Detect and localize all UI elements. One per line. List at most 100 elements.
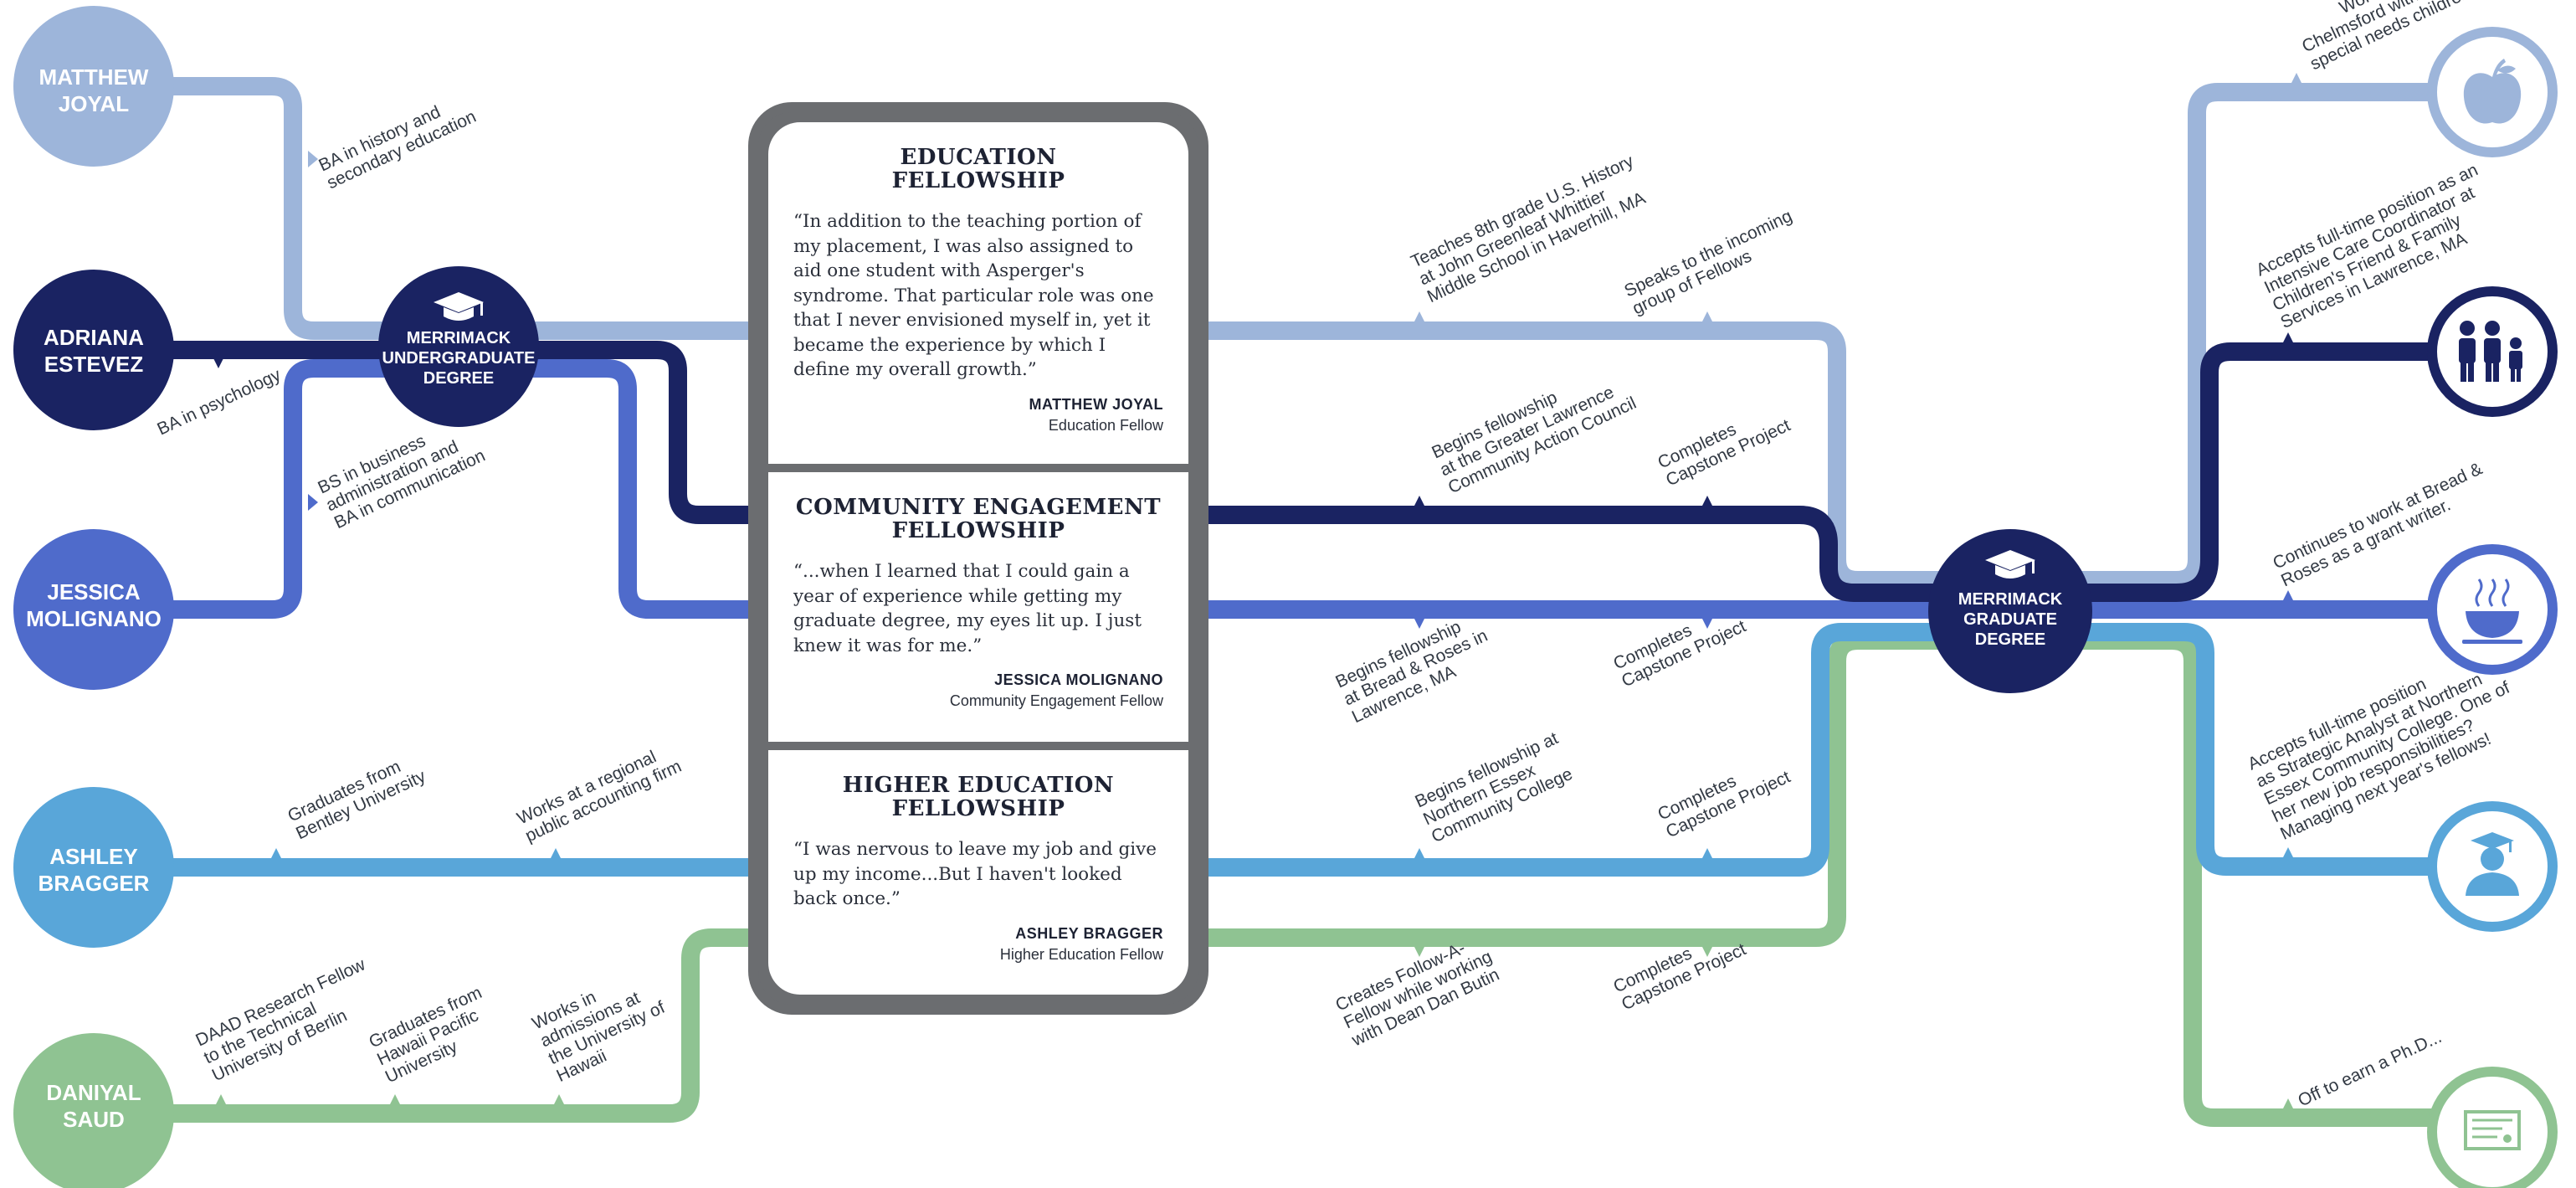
svg-text:Graduates fromHawaii PacificUn: Graduates fromHawaii PacificUniversity bbox=[366, 983, 500, 1087]
graduation-cap-icon bbox=[1985, 550, 2035, 579]
annotation-daniyal-work: Works inadmissions atthe University ofHa… bbox=[529, 963, 675, 1086]
hub-line1: MERRIMACK bbox=[1958, 590, 2063, 609]
hub-line3: DEGREE bbox=[423, 369, 494, 388]
svg-text:CompletesCapstone Project: CompletesCapstone Project bbox=[1655, 750, 1793, 842]
annotation-jessica-begins: Begins fellowshipat Bread & Roses inLawr… bbox=[1332, 609, 1498, 727]
person-name-line1: MATTHEW bbox=[39, 64, 149, 90]
person-name-line2: JOYAL bbox=[59, 91, 129, 116]
fellow-name: JESSICA MOLIGNANO bbox=[994, 671, 1163, 688]
svg-text:Works at a regionalpublic acco: Works at a regionalpublic accounting fir… bbox=[514, 739, 685, 846]
diploma-icon bbox=[2464, 1110, 2521, 1150]
annotation-ashley-begins: Begins fellowship atNorthern EssexCommun… bbox=[1412, 728, 1575, 846]
marker bbox=[2283, 332, 2293, 342]
person-name-line2: MOLIGNANO bbox=[26, 606, 162, 631]
hub-undergraduate-degree: MERRIMACK UNDERGRADUATE DEGREE bbox=[378, 266, 539, 427]
annotation-jessica-bs: BS in businessadministration andBA in co… bbox=[315, 411, 488, 532]
fellow-role: Higher Education Fellow bbox=[999, 945, 1163, 963]
routes bbox=[85, 77, 2486, 1127]
fellow-name: MATTHEW JOYAL bbox=[1029, 395, 1163, 413]
marker bbox=[216, 1094, 226, 1104]
marker bbox=[2283, 590, 2293, 600]
marker bbox=[271, 848, 281, 858]
marker bbox=[213, 358, 223, 368]
route-daniyal bbox=[85, 631, 2486, 1127]
svg-text:Off to earn a Ph.D...: Off to earn a Ph.D... bbox=[2295, 1027, 2445, 1111]
marker bbox=[2283, 1098, 2293, 1108]
annotation-adriana-ba: BA in psychology bbox=[154, 365, 284, 440]
annotation-daniyal-grad: Graduates fromHawaii PacificUniversity bbox=[366, 983, 500, 1087]
person-daniyal: DANIYAL SAUD bbox=[13, 1033, 174, 1188]
hub-line2: GRADUATE bbox=[1963, 610, 2057, 629]
soup-bowl-icon bbox=[2462, 579, 2522, 644]
annotation-ashley-work: Works at a regionalpublic accounting fir… bbox=[514, 739, 685, 846]
marker bbox=[2283, 847, 2293, 857]
svg-text:BS in businessadministration a: BS in businessadministration andBA in co… bbox=[315, 411, 488, 532]
outcome-matthew bbox=[2427, 27, 2558, 157]
route-adriana bbox=[85, 341, 2486, 602]
testimonial-quote: “...when I learned that I could gain a y… bbox=[793, 561, 1142, 656]
marker bbox=[1414, 619, 1424, 629]
marker bbox=[308, 151, 318, 167]
marker bbox=[1414, 496, 1424, 506]
marker bbox=[554, 1094, 564, 1104]
person-name-line2: SAUD bbox=[63, 1107, 125, 1132]
person-name-line1: JESSICA bbox=[47, 579, 140, 604]
testimonial-quote: “I was nervous to leave my job and give … bbox=[793, 839, 1157, 909]
fellow-role: Community Engagement Fellow bbox=[949, 692, 1163, 709]
route-ashley bbox=[85, 623, 2486, 877]
annotation-ashley-grad: Graduates fromBentley University bbox=[285, 748, 428, 843]
annotation-adriana-begins: Begins fellowshipat the Greater Lawrence… bbox=[1429, 358, 1639, 497]
marker bbox=[551, 848, 561, 858]
svg-text:BA in history andsecondary edu: BA in history andsecondary education bbox=[316, 90, 479, 193]
route-matthew bbox=[85, 77, 2486, 589]
svg-text:DAAD Research Fellowto the Tec: DAAD Research Fellowto the TechnicalUniv… bbox=[192, 954, 385, 1085]
marker bbox=[1702, 311, 1712, 321]
outcome-adriana bbox=[2427, 286, 2558, 417]
graduation-cap-icon bbox=[434, 292, 484, 321]
annotation-daniyal-outcome: Off to earn a Ph.D... bbox=[2295, 1027, 2445, 1111]
person-name-line2: BRAGGER bbox=[38, 871, 150, 896]
annotation-matthew-teach: Teaches 8th grade U.S. Historyat John Gr… bbox=[1408, 152, 1653, 307]
marker bbox=[2291, 73, 2301, 83]
person-name-line2: ESTEVEZ bbox=[44, 352, 144, 377]
person-name-line1: DANIYAL bbox=[46, 1080, 141, 1105]
svg-text:BA in psychology: BA in psychology bbox=[154, 365, 284, 440]
route-markers bbox=[213, 73, 2301, 1108]
svg-text:Teaches 8th grade U.S. History: Teaches 8th grade U.S. Historyat John Gr… bbox=[1408, 152, 1653, 307]
outcome-ashley bbox=[2427, 801, 2558, 932]
svg-text:Begins fellowshipat Bread & Ro: Begins fellowshipat Bread & Roses inLawr… bbox=[1332, 609, 1498, 727]
person-adriana: ADRIANA ESTEVEZ bbox=[13, 270, 174, 430]
marker bbox=[1414, 947, 1424, 957]
outcome-jessica bbox=[2427, 544, 2558, 675]
svg-text:Begins fellowshipat the Greate: Begins fellowshipat the Greater Lawrence… bbox=[1429, 358, 1639, 497]
apple-icon bbox=[2463, 59, 2522, 124]
marker bbox=[1702, 848, 1712, 858]
hub-line1: MERRIMACK bbox=[407, 329, 511, 347]
annotation-daniyal-daad: DAAD Research Fellowto the TechnicalUniv… bbox=[192, 954, 385, 1085]
person-ashley: ASHLEY BRAGGER bbox=[13, 787, 174, 948]
family-icon bbox=[2459, 321, 2522, 382]
marker bbox=[308, 494, 318, 511]
outcome-daniyal bbox=[2427, 1067, 2558, 1188]
hub-line3: DEGREE bbox=[1975, 630, 2045, 649]
graduate-icon bbox=[2466, 832, 2519, 896]
person-jessica: JESSICA MOLIGNANO bbox=[13, 529, 174, 690]
person-matthew: MATTHEW JOYAL bbox=[13, 6, 174, 167]
testimonial-quote: “In addition to the teaching portion of … bbox=[793, 211, 1154, 380]
marker bbox=[1702, 947, 1712, 957]
svg-text:Works inadmissions atthe Unive: Works inadmissions atthe University ofHa… bbox=[529, 963, 675, 1086]
marker bbox=[1414, 848, 1424, 858]
svg-text:Graduates fromBentley Universi: Graduates fromBentley University bbox=[285, 748, 428, 843]
annotation-adriana-capstone: CompletesCapstone Project bbox=[1655, 399, 1793, 491]
annotation-matthew-speaks: Speaks to the incominggroup of Fellows bbox=[1621, 206, 1795, 318]
hub-graduate-degree: MERRIMACK GRADUATE DEGREE bbox=[1928, 529, 2092, 693]
marker bbox=[1414, 311, 1424, 321]
svg-text:CompletesCapstone Project: CompletesCapstone Project bbox=[1655, 399, 1793, 491]
